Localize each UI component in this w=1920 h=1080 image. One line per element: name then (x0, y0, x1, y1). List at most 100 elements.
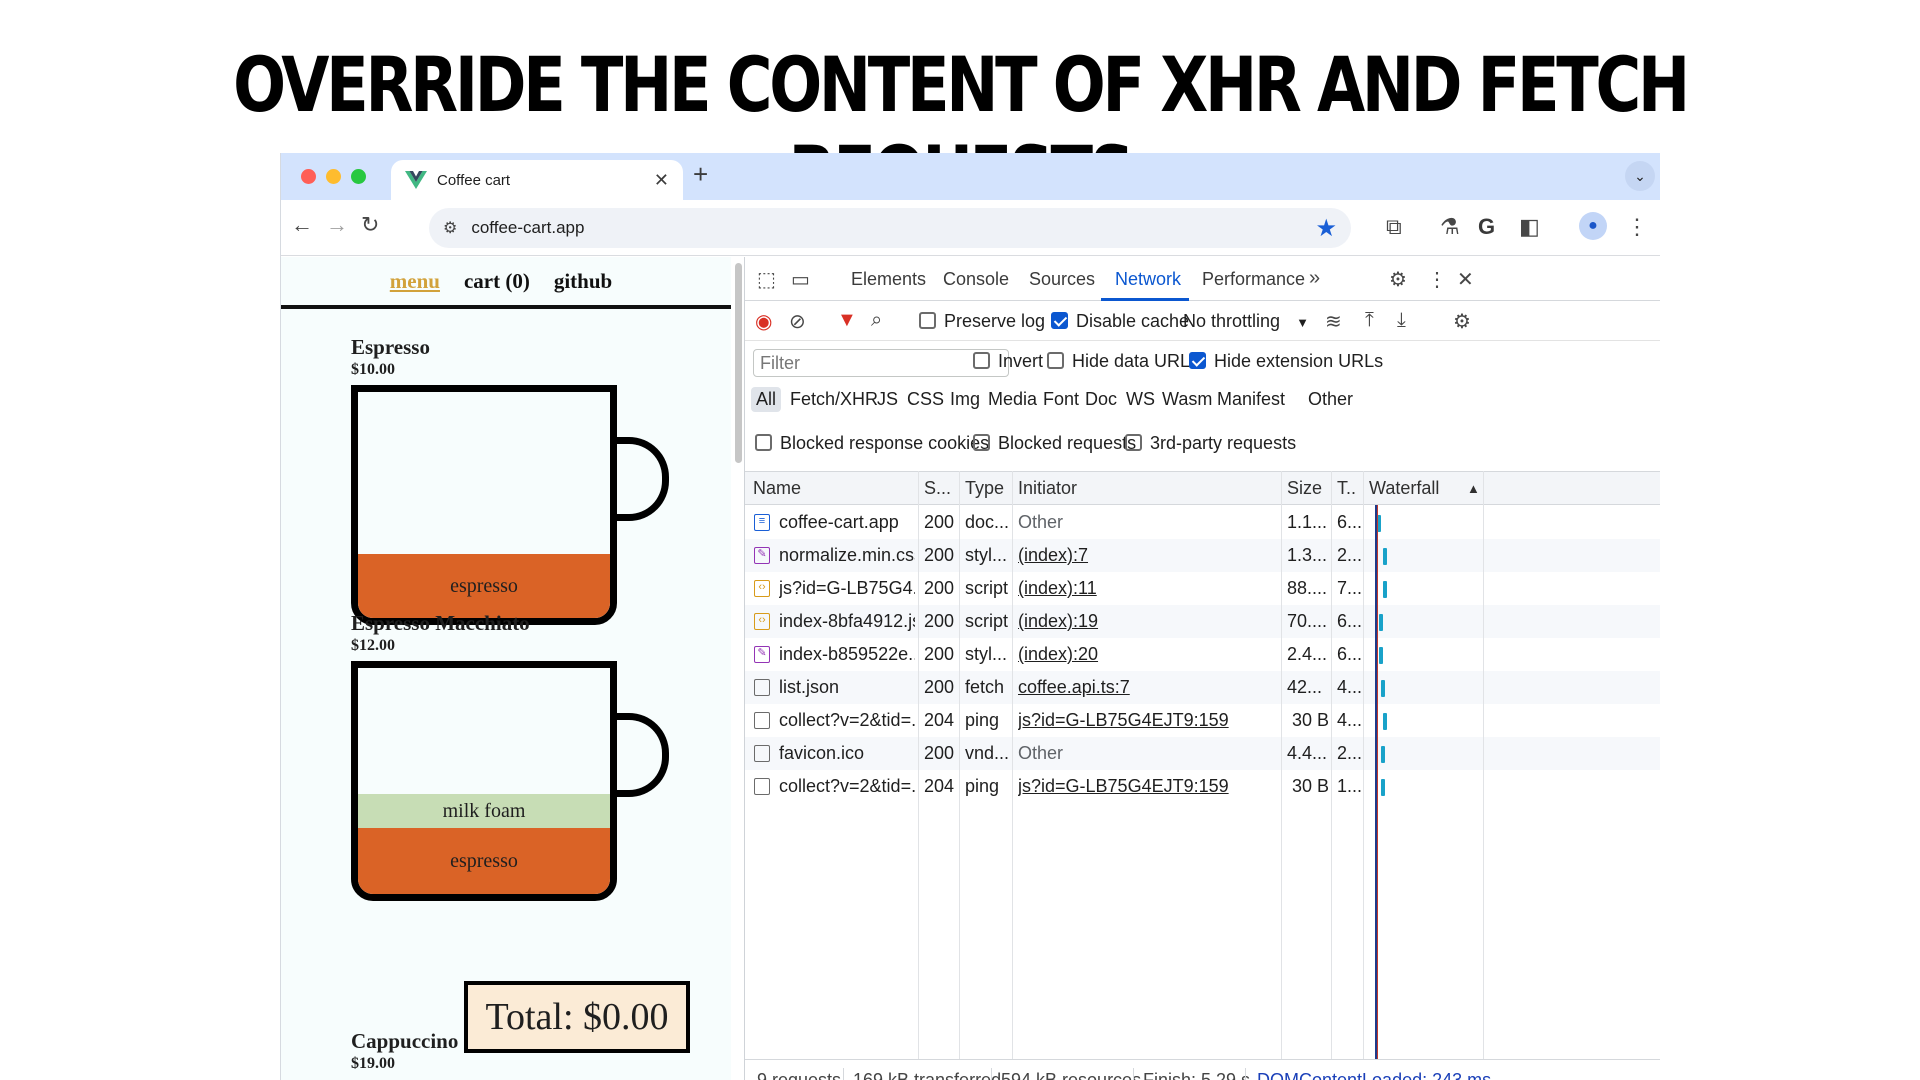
column-header-status[interactable]: S... (924, 478, 952, 498)
labs-flask-icon[interactable]: ⚗ (1440, 214, 1460, 239)
status-dom-content-loaded: DOMContentLoaded: 243 ms (1257, 1070, 1492, 1080)
column-header-name[interactable]: Name (753, 478, 802, 498)
column-header-waterfall[interactable]: Waterfall (1369, 478, 1440, 498)
column-divider (1281, 471, 1282, 1059)
site-settings-icon[interactable]: ⚙ (443, 220, 458, 237)
network-conditions-wifi-icon[interactable]: ≋ (1325, 311, 1342, 333)
cup-layer-espresso: espresso (358, 554, 610, 618)
invert-checkbox[interactable]: Invert (973, 351, 1043, 372)
type-filter-fetch-xhr[interactable]: Fetch/XHR (790, 389, 879, 409)
scrollbar-thumb[interactable] (735, 263, 742, 463)
type-filter-css[interactable]: CSS (907, 389, 945, 409)
type-filter-all[interactable]: All (751, 387, 782, 412)
nav-github-link[interactable]: github (553, 268, 613, 293)
type-filter-ws[interactable]: WS (1126, 389, 1155, 409)
type-filter-media[interactable]: Media (988, 389, 1038, 409)
request-initiator[interactable]: js?id=G-LB75G4EJT9:159 (1018, 710, 1229, 730)
request-initiator[interactable]: (index):11 (1018, 578, 1097, 598)
tab-performance[interactable]: Performance (1202, 269, 1306, 289)
tab-title: Coffee cart (437, 171, 511, 189)
settings-gear-icon[interactable]: ⚙ (1389, 269, 1407, 291)
inspect-element-icon[interactable]: ⬚ (757, 269, 776, 291)
network-status-bar: 9 requests 169 kB transferred 594 kB res… (745, 1059, 1660, 1080)
kebab-menu-icon[interactable]: ⋮ (1626, 214, 1648, 239)
record-stop-icon[interactable]: ◉ (755, 311, 773, 333)
tab-elements[interactable]: Elements (851, 269, 927, 289)
window-minimize-button[interactable] (326, 169, 341, 184)
page-scrollbar[interactable] (731, 257, 745, 1080)
nav-menu-link[interactable]: menu (389, 268, 440, 293)
type-filter-other[interactable]: Other (1308, 389, 1354, 409)
request-status: 204 (924, 710, 955, 730)
google-g-icon[interactable]: G (1478, 214, 1496, 239)
request-initiator[interactable]: js?id=G-LB75G4EJT9:159 (1018, 776, 1229, 796)
filter-input[interactable]: Filter (753, 349, 1009, 377)
column-header-type[interactable]: Type (965, 478, 1005, 498)
column-header-size[interactable]: Size (1287, 478, 1323, 498)
request-initiator[interactable]: coffee.api.ts:7 (1018, 677, 1130, 697)
column-header-initiator[interactable]: Initiator (1018, 478, 1078, 498)
side-panel-icon[interactable]: ◧ (1519, 214, 1540, 239)
column-header-time[interactable]: T.. (1337, 478, 1357, 498)
reload-icon[interactable]: ↻ (361, 212, 380, 237)
profile-avatar-icon[interactable]: ● (1579, 212, 1607, 240)
third-party-requests-checkbox[interactable]: 3rd-party requests (1125, 433, 1296, 454)
import-har-upload-icon[interactable]: ⤒ (1365, 309, 1374, 331)
search-icon[interactable]: ⌕ (871, 309, 883, 331)
disable-cache-checkbox[interactable]: Disable cache (1051, 311, 1189, 332)
network-settings-gear-icon[interactable]: ⚙ (1453, 311, 1471, 333)
total-checkout-button[interactable]: Total: $0.00 (464, 981, 690, 1053)
hide-extension-urls-checkbox[interactable]: Hide extension URLs (1189, 351, 1383, 372)
type-filter-wasm[interactable]: Wasm (1162, 389, 1213, 409)
type-filter-font[interactable]: Font (1043, 389, 1080, 409)
nav-cart-link[interactable]: cart (0) (463, 268, 530, 293)
hide-data-urls-checkbox[interactable]: Hide data URLs (1047, 351, 1199, 372)
tab-network[interactable]: Network (1115, 269, 1182, 289)
filter-funnel-icon[interactable]: ▼ (837, 309, 857, 331)
preserve-log-checkbox[interactable]: Preserve log (919, 311, 1045, 332)
type-filter-img[interactable]: Img (950, 389, 981, 409)
more-tabs-chevron-icon[interactable]: » (1309, 267, 1321, 289)
tab-sources[interactable]: Sources (1029, 269, 1096, 289)
throttling-select[interactable]: No throttling▼ (1183, 311, 1309, 332)
tab-search-chevron-icon[interactable]: ⌄ (1625, 161, 1655, 191)
new-tab-icon[interactable]: + (693, 159, 709, 189)
window-close-button[interactable] (301, 169, 316, 184)
devtools-menu-icon[interactable]: ⋮ (1427, 269, 1447, 291)
espresso-macchiato-cup[interactable]: milk foam espresso (351, 661, 617, 901)
bookmark-star-icon[interactable]: ★ (1315, 215, 1337, 242)
close-devtools-icon[interactable]: ✕ (1457, 269, 1474, 291)
browser-tab[interactable]: Coffee cart ✕ (391, 160, 683, 200)
address-bar[interactable]: ⚙ coffee-cart.app ★ (429, 208, 1351, 248)
forward-arrow-icon[interactable]: → (326, 212, 348, 237)
request-type: doc... (965, 512, 1010, 532)
blocked-response-cookies-checkbox[interactable]: Blocked response cookies (755, 433, 989, 454)
device-toolbar-icon[interactable]: ▭ (791, 269, 810, 291)
type-filter-doc[interactable]: Doc (1085, 389, 1118, 409)
request-size: 30 B (1291, 776, 1329, 796)
request-initiator[interactable]: (index):20 (1018, 644, 1099, 664)
tab-close-icon[interactable]: ✕ (653, 169, 669, 190)
type-filter-manifest[interactable]: Manifest (1217, 389, 1286, 409)
tab-console[interactable]: Console (943, 269, 1010, 289)
blocked-requests-checkbox[interactable]: Blocked requests (973, 433, 1136, 454)
type-filter-js[interactable]: JS (877, 389, 899, 409)
checkbox-box (919, 312, 936, 329)
export-har-download-icon[interactable]: ⤓ (1397, 309, 1406, 331)
window-zoom-button[interactable] (351, 169, 366, 184)
clear-icon[interactable]: ⊘ (789, 311, 806, 333)
espresso-cup[interactable]: espresso (351, 385, 617, 625)
back-arrow-icon[interactable]: ← (291, 212, 313, 237)
extensions-puzzle-icon[interactable]: ⧉ (1386, 214, 1402, 239)
request-initiator[interactable]: (index):7 (1018, 545, 1089, 565)
request-initiator[interactable]: (index):19 (1018, 611, 1099, 631)
